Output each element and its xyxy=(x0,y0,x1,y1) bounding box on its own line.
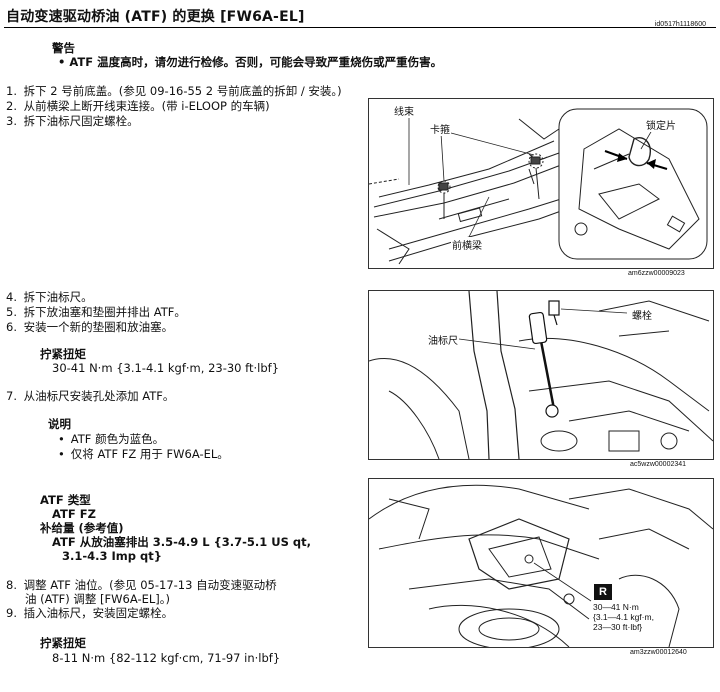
step-2: 2. 从前横梁上断开线束连接。(带 i-ELOOP 的车辆) xyxy=(6,99,342,114)
capacity-heading: 补给量 (参考值) xyxy=(40,521,124,535)
step-number: 1. xyxy=(6,84,17,98)
drain-plug-illustration xyxy=(368,484,714,650)
figure-torque-line-1: 30—41 N·m xyxy=(593,602,639,612)
capacity-line-2: 3.1-4.3 Imp qt} xyxy=(62,549,162,563)
capacity-line-1: ATF 从放油塞排出 3.5-4.9 L {3.7-5.1 US qt, xyxy=(52,535,311,549)
step-text: 拆下油标尺固定螺栓。 xyxy=(23,114,139,128)
step-number: 4. xyxy=(6,290,17,304)
note-item: ATF 颜色为蓝色。 xyxy=(58,432,229,447)
drain-plug-leader xyxy=(533,562,592,602)
crossmember-illustration xyxy=(368,108,708,265)
step-9: 9. 插入油标尺，安装固定螺栓。 xyxy=(6,606,173,621)
torque-heading-2: 拧紧扭矩 xyxy=(40,636,86,650)
warning-heading: 警告 xyxy=(52,41,75,55)
label-lock-tab: 锁定片 xyxy=(645,117,677,132)
figure-torque-line-2: {3.1—4.1 kgf·m, xyxy=(593,612,654,622)
note-list: ATF 颜色为蓝色。 仅将 ATF FZ 用于 FW6A-EL。 xyxy=(58,432,229,462)
atf-type-value: ATF FZ xyxy=(52,507,96,521)
step-text: 安装一个新的垫圈和放油塞。 xyxy=(23,320,174,334)
step-text: 拆下油标尺。 xyxy=(23,290,93,304)
document-id: id0517h1118600 xyxy=(654,21,706,28)
clip-leader-2 xyxy=(450,132,535,156)
note-item: 仅将 ATF FZ 用于 FW6A-EL。 xyxy=(58,447,229,462)
step-number: 7. xyxy=(6,389,17,403)
warning-body: ATF 温度高时，请勿进行检修。否则，可能会导致严重烧伤或严重伤害。 xyxy=(69,55,443,69)
step-number: 3. xyxy=(6,114,17,128)
torque-value-2: 8-11 N·m {82-112 kgf·cm, 71-97 in·lbf} xyxy=(52,651,281,665)
bullet-icon: • xyxy=(58,55,66,69)
step-text: 调整 ATF 油位。(参见 05-17-13 自动变速驱动桥 xyxy=(23,578,277,592)
label-bolt: 螺栓 xyxy=(631,307,653,322)
steps-group-1: 1. 拆下 2 号前底盖。(参见 09-16-55 2 号前底盖的拆卸 / 安装… xyxy=(6,84,342,129)
step-8-continued: 油 (ATF) 调整 [FW6A-EL]。) xyxy=(25,592,171,606)
step-text: 拆下放油塞和垫圈并排出 ATF。 xyxy=(23,305,186,319)
step-number: 9. xyxy=(6,606,17,620)
step-7: 7. 从油标尺安装孔处添加 ATF。 xyxy=(6,389,174,404)
figure-drain-plug: R 30—41 N·m {3.1—4.1 kgf·m, 23—30 ft·lbf… xyxy=(368,478,714,650)
label-dipstick: 油标尺 xyxy=(427,332,459,347)
step-5: 5. 拆下放油塞和垫圈并排出 ATF。 xyxy=(6,305,186,320)
label-harness: 线束 xyxy=(393,103,415,118)
dipstick-illustration xyxy=(368,290,714,460)
step-number: 2. xyxy=(6,99,17,113)
figure-1-id: am6zzw00009023 xyxy=(628,270,685,277)
step-8: 8. 调整 ATF 油位。(参见 05-17-13 自动变速驱动桥 xyxy=(6,578,277,593)
label-crossmember: 前横梁 xyxy=(451,237,483,252)
step-4: 4. 拆下油标尺。 xyxy=(6,290,186,305)
steps-group-2: 4. 拆下油标尺。 5. 拆下放油塞和垫圈并排出 ATF。 6. 安装一个新的垫… xyxy=(6,290,186,335)
step-number: 6. xyxy=(6,320,17,334)
figure-2-id: ac5wzw00002341 xyxy=(630,461,687,468)
step-6: 6. 安装一个新的垫圈和放油塞。 xyxy=(6,320,186,335)
step-3: 3. 拆下油标尺固定螺栓。 xyxy=(6,114,342,129)
crossmember-leader xyxy=(468,196,490,238)
clip-leader-1 xyxy=(440,132,445,182)
note-heading: 说明 xyxy=(48,417,71,431)
figure-crossmember: 线束 卡箍 前横梁 锁定片 xyxy=(368,98,714,269)
r-marker: R xyxy=(594,584,612,600)
bolt-leader xyxy=(560,308,628,314)
dipstick-leader xyxy=(458,338,536,350)
step-number: 8. xyxy=(6,578,17,592)
figure-dipstick: 螺栓 油标尺 xyxy=(368,290,714,460)
step-number: 5. xyxy=(6,305,17,319)
title-divider xyxy=(4,27,716,28)
step-text: 从油标尺安装孔处添加 ATF。 xyxy=(23,389,175,403)
step-1: 1. 拆下 2 号前底盖。(参见 09-16-55 2 号前底盖的拆卸 / 安装… xyxy=(6,84,342,99)
step-text: 插入油标尺，安装固定螺栓。 xyxy=(23,606,174,620)
page-title: 自动变速驱动桥油 (ATF) 的更换 [FW6A-EL] xyxy=(6,9,305,25)
label-clip: 卡箍 xyxy=(429,121,451,136)
atf-type-heading: ATF 类型 xyxy=(40,493,91,507)
torque-heading-1: 拧紧扭矩 xyxy=(40,347,86,361)
torque-value-1: 30-41 N·m {3.1-4.1 kgf·m, 23-30 ft·lbf} xyxy=(52,361,280,375)
figure-3-id: am3zzw00012640 xyxy=(630,649,687,656)
figure-torque-line-3: 23—30 ft·lbf} xyxy=(593,622,643,632)
step-text: 拆下 2 号前底盖。(参见 09-16-55 2 号前底盖的拆卸 / 安装。) xyxy=(23,84,342,98)
step-text: 从前横梁上断开线束连接。(带 i-ELOOP 的车辆) xyxy=(23,99,270,113)
warning-text: • ATF 温度高时，请勿进行检修。否则，可能会导致严重烧伤或严重伤害。 xyxy=(58,55,442,70)
